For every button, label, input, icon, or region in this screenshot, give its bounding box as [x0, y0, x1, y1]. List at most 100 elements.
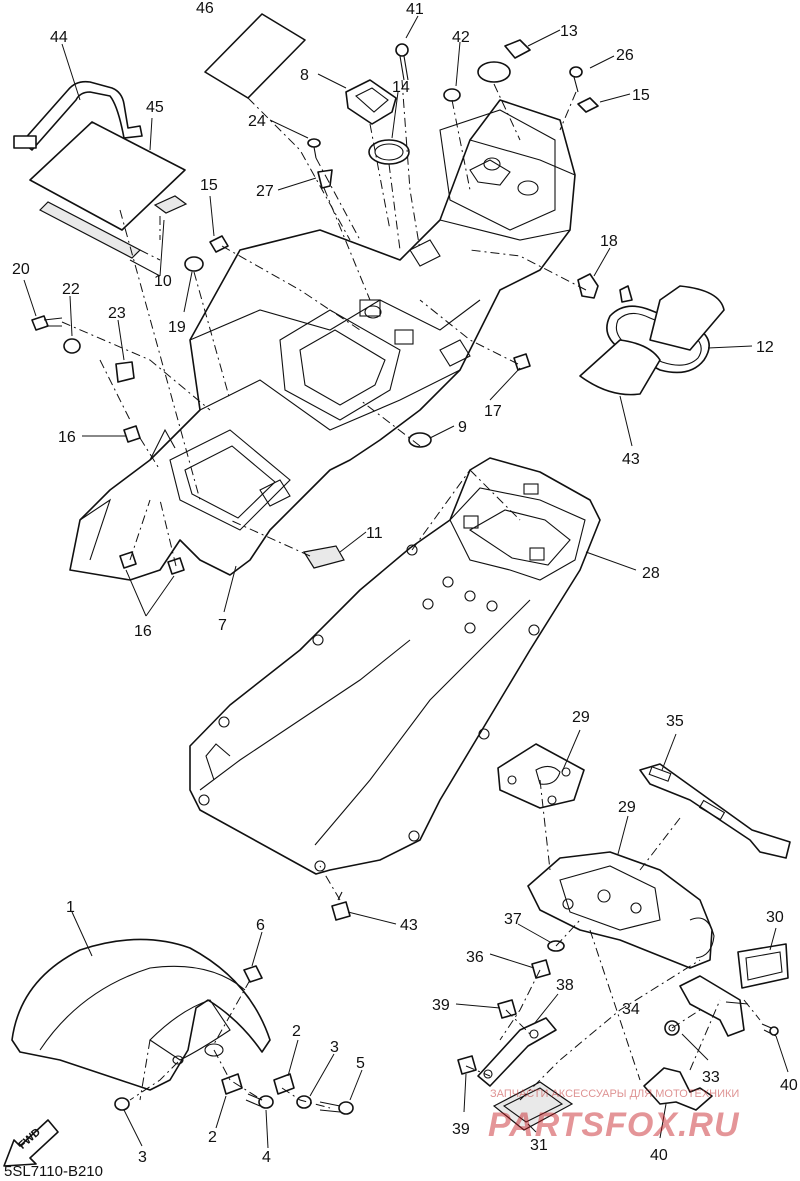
callout-27: 29 — [572, 709, 590, 726]
callout-21: 22 — [62, 281, 80, 298]
callout-12: 12 — [756, 339, 774, 356]
callout-29-bottom: 31 — [530, 1137, 548, 1154]
callout-1: 1 — [66, 899, 75, 916]
part-41-washer — [443, 88, 461, 102]
callout-4: 4 — [262, 1149, 271, 1166]
watermark-caption: ЗАПЧАСТИ АКСЕССУАРЫ ДЛЯ МОТОТЕХНИКИ — [490, 1088, 739, 1100]
part-27-gasket — [497, 743, 585, 809]
part-46-label-sheet — [204, 13, 306, 99]
part-23-screw — [307, 138, 321, 159]
callout-3-right: 3 — [330, 1039, 339, 1056]
part-37-screw — [761, 1023, 779, 1037]
part-3-washer-b — [296, 1095, 312, 1109]
leader-lines — [23, 15, 789, 1149]
callout-39: 40 — [650, 1147, 668, 1164]
part-21-washer — [63, 338, 81, 354]
callout-38: 39 — [432, 997, 450, 1014]
callout-35: 38 — [556, 977, 574, 994]
callout-14: 14 — [392, 79, 410, 96]
callout-33: 36 — [466, 949, 484, 966]
callout-24: 26 — [616, 47, 634, 64]
callout-31: 34 — [622, 1001, 640, 1018]
callout-2-right: 2 — [292, 1023, 301, 1040]
callout-15-top: 15 — [632, 87, 650, 104]
part-32-bracket — [639, 763, 791, 859]
callout-13: 13 — [560, 23, 578, 40]
part-9-plug — [408, 432, 432, 448]
callout-labels: 46 44 45 10 41 42 13 26 15 8 14 24 27 15… — [12, 0, 798, 1166]
part-29-reflector-bottom — [492, 1081, 574, 1131]
part-33-nut — [531, 959, 551, 979]
callout-17: 17 — [484, 403, 502, 420]
callout-37: 40 — [780, 1077, 798, 1094]
callout-8: 8 — [300, 67, 309, 84]
part-18-clip — [577, 273, 599, 299]
callout-42: 43 — [400, 917, 418, 934]
callout-46: 46 — [196, 0, 214, 17]
part-44-cover — [579, 285, 725, 396]
callout-2-left: 2 — [208, 1129, 217, 1146]
part-43-strap — [13, 80, 143, 151]
part-16-clip-top — [123, 425, 141, 443]
part-5-bolt — [319, 1101, 354, 1115]
part-14-ring — [368, 139, 410, 165]
callout-18: 18 — [600, 233, 618, 250]
diagram-code: 5SL7110-B210 — [4, 1163, 103, 1180]
part-17-clip — [513, 353, 531, 371]
part-22-grommet — [115, 361, 135, 383]
callout-34: 37 — [504, 911, 522, 928]
part-2-grommet-b — [273, 1073, 295, 1095]
callout-3-left: 3 — [138, 1149, 147, 1166]
part-24-bolt — [569, 66, 583, 93]
part-7-rear-fender-tray — [69, 99, 576, 581]
callout-19: 19 — [168, 319, 186, 336]
assembly-lines — [61, 79, 761, 1109]
callout-5: 5 — [356, 1055, 365, 1072]
callout-32: 35 — [666, 713, 684, 730]
part-13-cap — [477, 39, 531, 83]
callout-29-right: 30 — [766, 909, 784, 926]
callout-43: 44 — [50, 29, 68, 46]
callout-7: 7 — [218, 617, 227, 634]
callout-6: 6 — [256, 917, 265, 934]
watermark-brand: PARTSFOX.RU — [488, 1106, 740, 1144]
callout-41: 42 — [452, 29, 470, 46]
callout-9: 9 — [458, 419, 467, 436]
callout-11: 11 — [366, 525, 383, 542]
callout-16-top: 16 — [58, 429, 76, 446]
part-8-holder — [345, 79, 397, 125]
callout-26: 28 — [642, 565, 660, 582]
part-38-nut — [497, 999, 517, 1019]
part-4-bolt — [245, 1093, 274, 1109]
callout-20: 20 — [12, 261, 30, 278]
part-25-grommet — [317, 169, 333, 189]
callout-44: 43 — [622, 451, 640, 468]
part-28-plate-holder — [527, 851, 715, 969]
part-15-nut-left — [209, 235, 229, 253]
callout-25: 27 — [256, 183, 274, 200]
part-2-grommet-a — [221, 1073, 243, 1095]
callout-15-left: 15 — [200, 177, 218, 194]
part-6-nut — [243, 965, 263, 983]
callout-30: 33 — [702, 1069, 720, 1086]
callout-45: 45 — [146, 99, 164, 116]
fwd-arrow-icon — [3, 1119, 59, 1167]
part-45-sheet — [29, 121, 186, 231]
part-16-clip-a — [119, 551, 137, 569]
callout-16-bottom: 16 — [134, 623, 152, 640]
part-15-nut-top — [577, 97, 599, 113]
part-39-bracket — [643, 1067, 713, 1111]
callout-28: 29 — [618, 799, 636, 816]
part-42-screw — [331, 891, 351, 921]
callout-10: 10 — [154, 273, 172, 290]
callout-40: 41 — [406, 1, 424, 18]
part-3-washer-a — [114, 1097, 130, 1111]
part-26-rear-fender — [189, 457, 601, 875]
callout-23: 24 — [248, 113, 266, 130]
part-40-bolt — [395, 43, 409, 81]
callout-36: 39 — [452, 1121, 470, 1138]
part-1-front-fender — [11, 938, 271, 1091]
part-11-pad — [303, 545, 345, 569]
part-20-bolt — [31, 315, 63, 331]
